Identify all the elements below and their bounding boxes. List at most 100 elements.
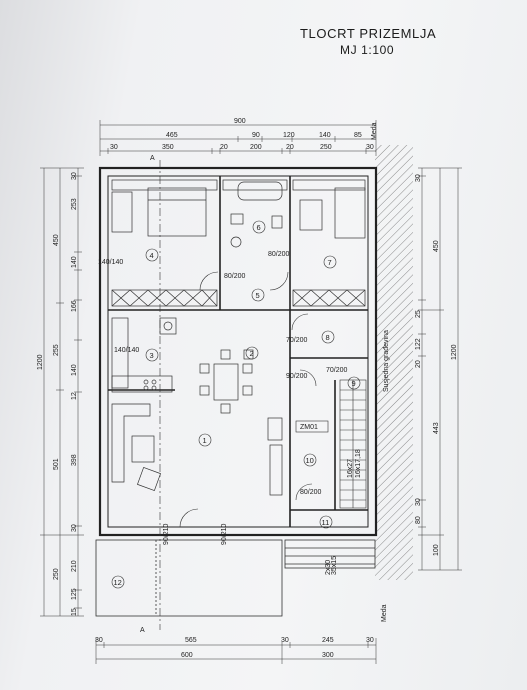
interior-walls [108, 176, 368, 527]
top-dimension-lines [99, 120, 377, 156]
svg-text:255: 255 [53, 344, 60, 356]
svg-text:90: 90 [252, 132, 260, 139]
svg-text:80/200: 80/200 [224, 273, 246, 280]
opening-2x30: 2x30 [325, 560, 332, 575]
svg-text:30: 30 [415, 174, 422, 182]
opening-labels: 80/200 80/200 140/140 140/140 70/200 70/… [98, 251, 348, 496]
dim-top-row2: 30 350 20 200 20 250 30 [110, 144, 374, 151]
svg-text:12: 12 [71, 392, 78, 400]
room-11: 11 [322, 518, 330, 527]
svg-text:450: 450 [53, 234, 60, 246]
svg-text:80/200: 80/200 [300, 489, 322, 496]
outer-walls [98, 166, 378, 537]
svg-text:140: 140 [71, 364, 78, 376]
opening-90-210-b: 90/210 [221, 523, 228, 545]
svg-text:70/200: 70/200 [326, 367, 348, 374]
svg-text:250: 250 [320, 144, 332, 151]
opening-35x15: 35x15 [331, 556, 338, 575]
dim-left-inner: 30 253 140 166 140 12 398 30 210 125 15 [71, 172, 78, 616]
wall-bands [111, 179, 366, 307]
room-8: 8 [326, 333, 330, 342]
dim-left-total: 1200 [37, 354, 44, 370]
svg-text:140: 140 [71, 256, 78, 268]
svg-text:25: 25 [415, 310, 422, 318]
svg-text:30: 30 [415, 498, 422, 506]
svg-text:90/200: 90/200 [286, 373, 308, 380]
svg-text:30: 30 [366, 144, 374, 151]
room-4: 4 [150, 251, 154, 260]
svg-text:140/140: 140/140 [114, 347, 139, 354]
svg-text:30: 30 [71, 524, 78, 532]
living-sofa [111, 403, 283, 496]
dining-table [199, 349, 254, 414]
terrace [95, 539, 376, 617]
svg-text:15: 15 [71, 608, 78, 616]
dim-right-total: 1200 [451, 344, 458, 360]
svg-text:140/140: 140/140 [98, 259, 123, 266]
svg-text:20: 20 [220, 144, 228, 151]
svg-text:565: 565 [185, 637, 197, 644]
svg-text:398: 398 [71, 454, 78, 466]
room-7: 7 [328, 258, 332, 267]
right-dimension-lines [418, 167, 462, 571]
room-1: 1 [203, 436, 207, 445]
left-dimension-lines [40, 167, 84, 617]
bathroom-fixtures [230, 181, 283, 248]
furniture-bed-7 [299, 187, 366, 239]
svg-text:20: 20 [286, 144, 294, 151]
room-5: 5 [256, 291, 260, 300]
drawing-scale: MJ 1:100 [340, 43, 395, 57]
neighbor-building-hatch [375, 145, 413, 580]
dim-right-inner: 30 25 122 20 80 30 [415, 174, 422, 524]
svg-text:100: 100 [433, 544, 440, 556]
svg-text:125: 125 [71, 588, 78, 600]
zm01-box [295, 420, 329, 433]
bottom-dimension-lines [95, 638, 377, 664]
stairs-size-label: 16x27 [347, 459, 354, 478]
svg-text:30: 30 [281, 637, 289, 644]
svg-text:30: 30 [95, 637, 103, 644]
svg-text:85: 85 [354, 132, 362, 139]
svg-text:30: 30 [366, 637, 374, 644]
dim-top-row1: 465 90 120 140 85 [166, 132, 362, 139]
stairs-step-label: 16x17,18 [355, 449, 362, 478]
kitchen-counter [111, 317, 177, 393]
svg-text:600: 600 [181, 652, 193, 659]
room-9: 9 [352, 379, 356, 388]
svg-text:300: 300 [322, 652, 334, 659]
svg-text:250: 250 [53, 568, 60, 580]
boundary-label-top: Meda [371, 122, 378, 140]
zm01-label: ZM01 [300, 424, 318, 431]
svg-text:253: 253 [71, 198, 78, 210]
svg-text:166: 166 [71, 300, 78, 312]
svg-text:80: 80 [415, 516, 422, 524]
dim-left-outer: 450 255 501 250 [53, 234, 60, 580]
furniture-bed-4 [111, 187, 207, 237]
room-6: 6 [257, 223, 261, 232]
room-12: 12 [114, 578, 122, 587]
section-marker-bottom: A [140, 627, 145, 634]
section-marker-top: A [150, 155, 155, 162]
room-2: 2 [250, 349, 254, 358]
drawing-title: TLOCRT PRIZEMLJA [300, 26, 437, 41]
svg-text:465: 465 [166, 132, 178, 139]
svg-text:122: 122 [415, 338, 422, 350]
dim-top-total: 900 [234, 118, 246, 125]
opening-90-210-a: 90/210 [163, 523, 170, 545]
svg-text:245: 245 [322, 637, 334, 644]
dim-bottom-row2: 600 300 [181, 652, 334, 659]
svg-text:120: 120 [283, 132, 295, 139]
svg-text:443: 443 [433, 422, 440, 434]
door-swings [179, 271, 317, 528]
svg-text:20: 20 [415, 360, 422, 368]
svg-text:501: 501 [53, 458, 60, 470]
stairs [339, 379, 367, 509]
boundary-label-bottom: Meda [381, 604, 388, 622]
dim-bottom-row1: 30 565 30 245 30 [95, 637, 374, 644]
svg-text:200: 200 [250, 144, 262, 151]
svg-text:140: 140 [319, 132, 331, 139]
svg-text:80/200: 80/200 [268, 251, 290, 258]
svg-text:30: 30 [71, 172, 78, 180]
